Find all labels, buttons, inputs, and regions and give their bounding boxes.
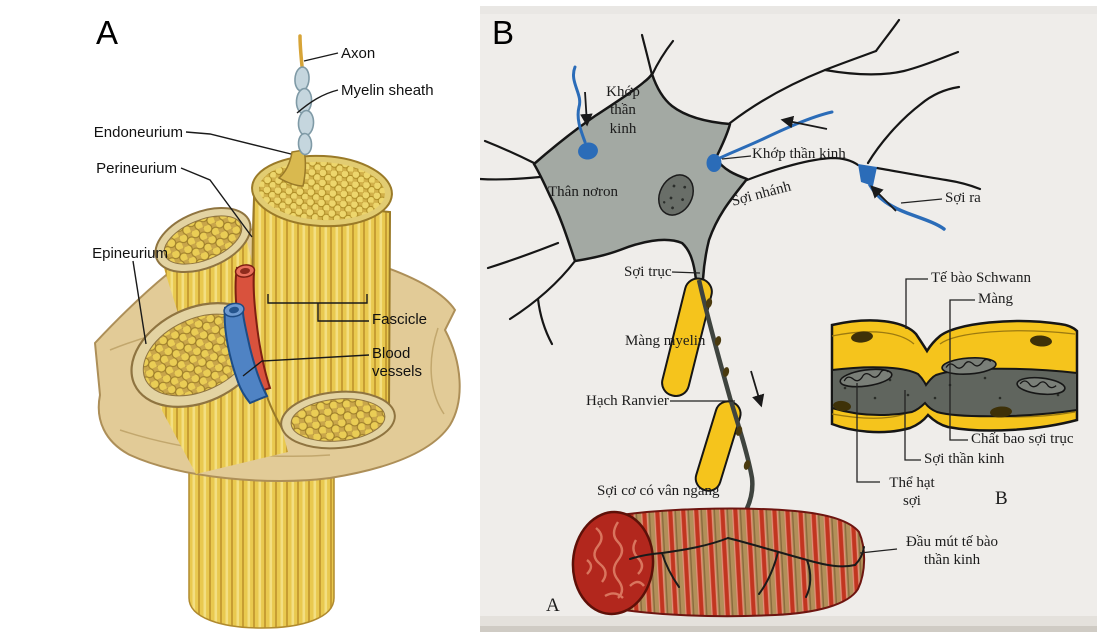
- impulse-arrows: [580, 91, 897, 408]
- blood-vessel-vein: [223, 302, 269, 405]
- fascicle-leader-line: [317, 303, 369, 322]
- blood-vessels-label: Blood vessels: [372, 345, 423, 381]
- dendrite-branches: [480, 18, 982, 346]
- schwann-nuclei: [833, 331, 1052, 418]
- axon-leader-line: [303, 52, 339, 62]
- perineurium-leader-line: [180, 167, 253, 238]
- efferent-fiber-leader-line: [900, 198, 943, 204]
- nerve-trunk: [188, 435, 335, 629]
- schwann-cell-label: Tế bào Schwann: [931, 270, 1031, 286]
- synapse-bulb-left: [578, 142, 598, 160]
- axon-coating-label: Chất bao sợi trục: [971, 431, 1074, 447]
- myelin-sheath-leader-line: [296, 89, 339, 114]
- efferent-synapse-bulb: [858, 164, 877, 186]
- arrow-axon: [750, 370, 765, 408]
- epineurium-label: Epineurium: [92, 245, 168, 262]
- membrane-leader-line: [949, 299, 975, 330]
- fascicle-central: [251, 149, 393, 440]
- epineurium-leader-line: [132, 260, 147, 345]
- fascicle-label: Fascicle: [372, 311, 428, 328]
- nerve-fiber-leader-line: [904, 390, 921, 461]
- arrow-efferent: [870, 185, 897, 212]
- nerve-terminal-branches: [629, 537, 865, 598]
- axon-b-label: Sợi trục: [624, 264, 672, 280]
- schwann-cell-leader-line: [905, 278, 928, 329]
- synapse-fiber-left: [572, 65, 587, 144]
- muscle-cut-face: [571, 510, 655, 616]
- arrow-synapse-left: [580, 91, 593, 127]
- panel-b-subletter-b: B: [995, 488, 1008, 509]
- endoneurium-funnel: [277, 149, 307, 187]
- endoneurium-leader-line: [185, 131, 292, 155]
- schwann-cell-inset: [830, 319, 1079, 434]
- nerve-terminal-label: Đầu mút tế bào thần kinh: [905, 534, 999, 569]
- soma-label: Thân nơron: [548, 184, 618, 200]
- nerve-terminal-leader-line: [859, 548, 898, 554]
- myelinated-axon: [661, 277, 755, 539]
- panel-b-leader-lines: [670, 155, 975, 554]
- striated-muscle-label: Sợi cơ có vân ngang: [597, 483, 720, 499]
- blood-vessels-leader-line: [242, 354, 370, 377]
- synapse-fibers: [572, 65, 946, 231]
- synapse-fiber-right: [718, 110, 834, 160]
- node-of-ranvier-label: Hạch Ranvier: [586, 393, 669, 409]
- granule-body-leader-line: [856, 383, 880, 483]
- muscle-fiber: [571, 507, 866, 618]
- myelin-sheath-label: Myelin sheath: [341, 82, 434, 99]
- arrow-synapse-right: [780, 115, 828, 130]
- panel-a-leader-lines: [132, 52, 370, 377]
- axon-with-myelin: [294, 34, 315, 156]
- panel-a-nerve-illustration: [93, 34, 461, 629]
- fascicle-bottom: [280, 390, 396, 450]
- membrane-label: Màng: [978, 291, 1013, 307]
- nerve-fiber-label: Sợi thần kinh: [924, 451, 1005, 467]
- panel-a-letter: A: [96, 14, 119, 51]
- myelin-sheath-b-label: Màng myelin: [625, 333, 706, 349]
- endoneurium-label: Endoneurium: [93, 124, 183, 141]
- axon-leader-line: [671, 271, 701, 274]
- granule-body-label: Thể hạt sợi: [889, 475, 935, 510]
- synapse-right-label: Khớp thần kinh: [752, 146, 846, 162]
- perineurium-label: Perineurium: [96, 160, 177, 177]
- axon-core-band: [831, 366, 1078, 418]
- axon-label: Axon: [341, 45, 376, 62]
- panel-b-subletter-a: A: [546, 595, 560, 616]
- synapse-upper-left-label: Khớp thần kinh: [606, 84, 640, 137]
- efferent-fiber-label: Sợi ra: [945, 190, 981, 206]
- axoplasm-core: [696, 279, 755, 526]
- panel-b-letter: B: [492, 14, 515, 51]
- nucleus: [658, 174, 694, 216]
- axon-coating-leader-line: [949, 330, 968, 441]
- synapse-bulb-right: [706, 154, 722, 172]
- panel-b-neuron-illustration: [480, 0, 1097, 639]
- synapse-right-leader-line: [721, 155, 752, 160]
- mitochondria: [839, 357, 1066, 396]
